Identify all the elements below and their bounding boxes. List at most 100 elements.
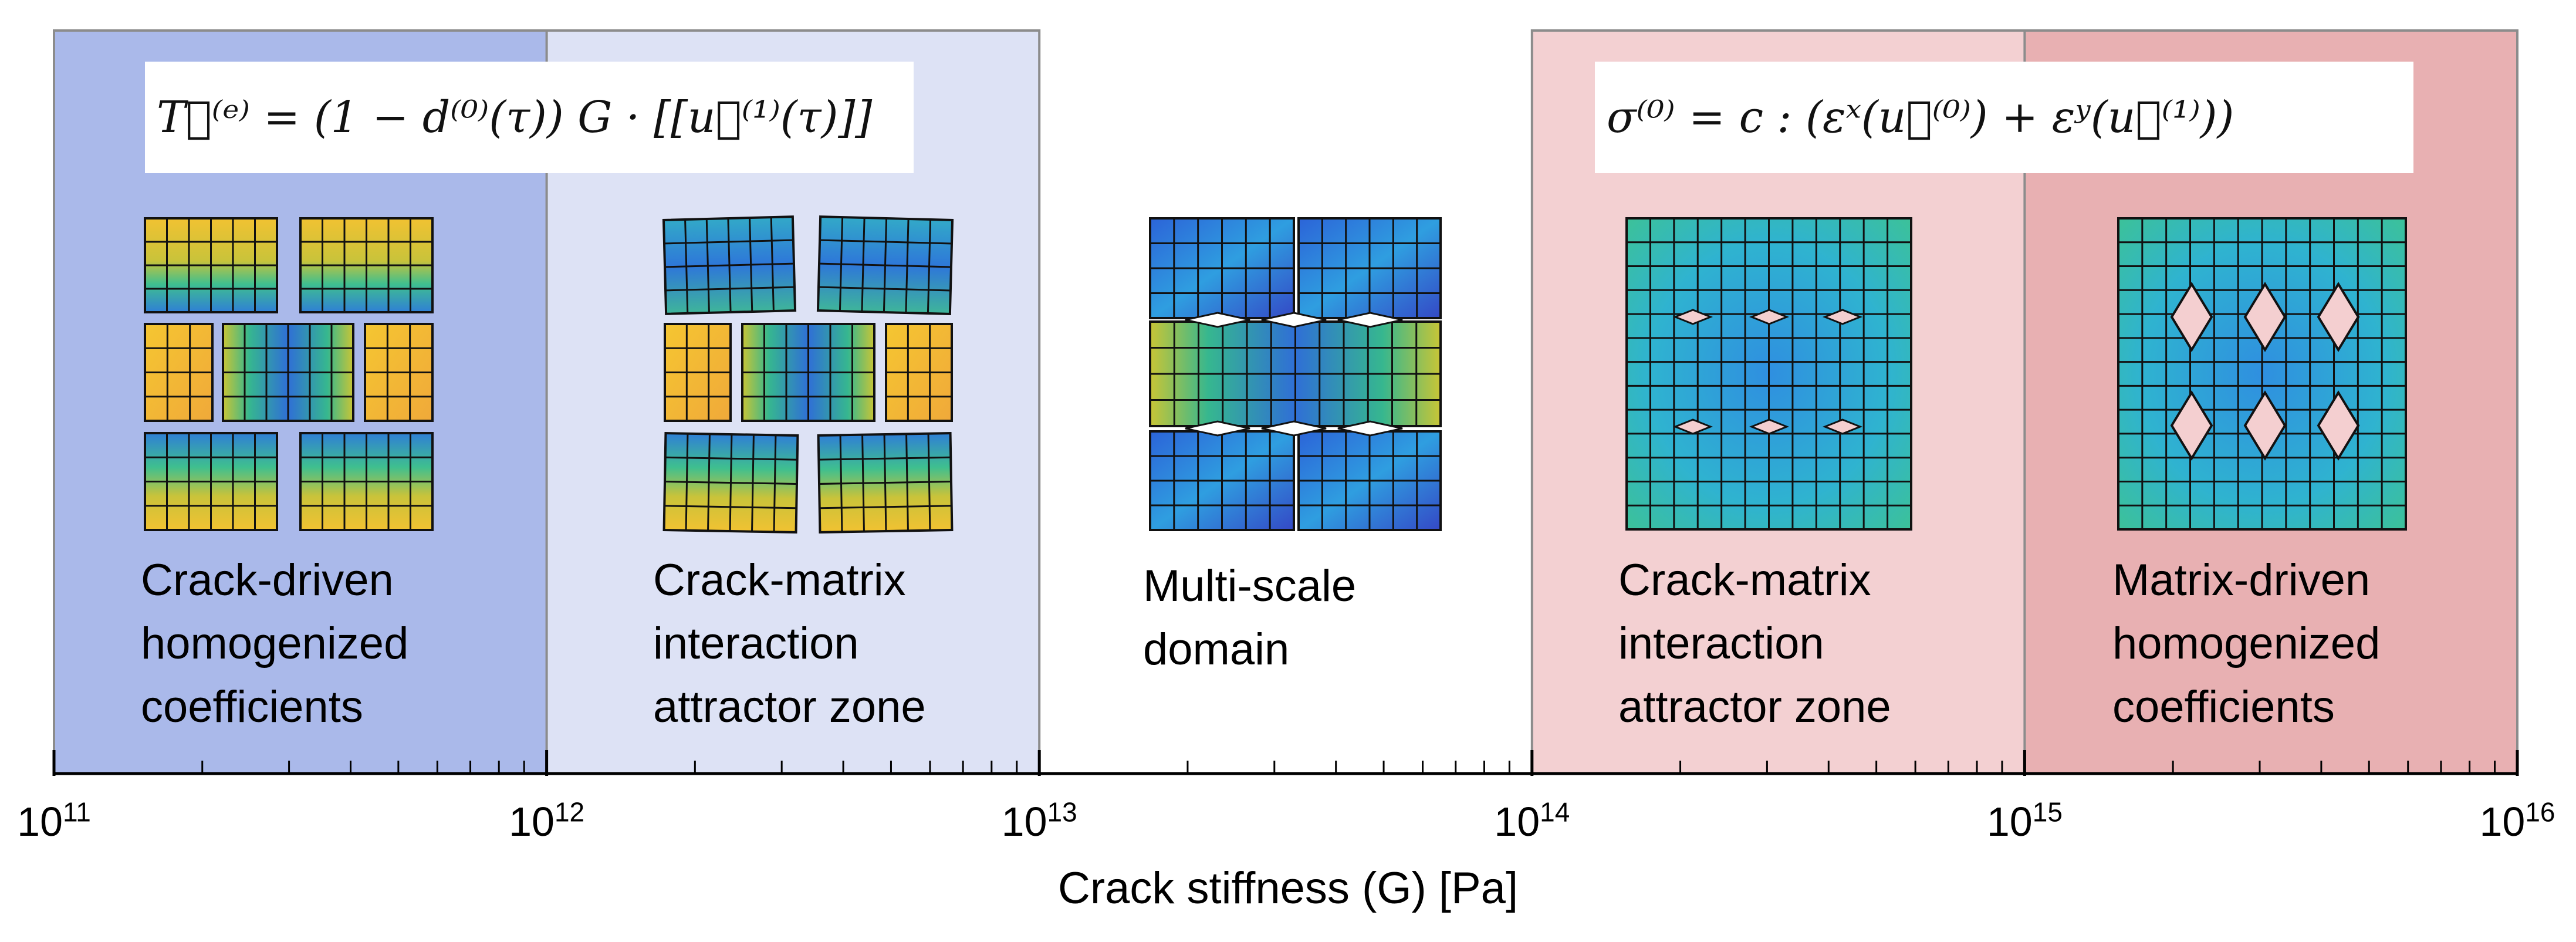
tick-base: 10	[17, 799, 63, 845]
tick-base: 10	[1494, 799, 1540, 845]
mesh-block	[2117, 217, 2407, 531]
mesh-block	[1297, 430, 1442, 531]
zone-label-multi-scale: Multi-scale domain	[1143, 555, 1356, 681]
tick-exponent: 15	[2032, 796, 2063, 828]
mesh-line	[820, 239, 952, 245]
tick-base: 10	[1986, 799, 2033, 845]
zone-label-line: Matrix-driven	[2112, 555, 2371, 605]
tick-exponent: 16	[2525, 796, 2555, 828]
crack-opening	[1672, 418, 1713, 435]
crack-opening	[2170, 282, 2213, 352]
tick-base: 10	[2479, 799, 2526, 845]
zone-label-crack-matrix-low: Crack-matrix interaction attractor zone	[653, 549, 926, 739]
mesh-line	[665, 456, 797, 461]
mesh-line	[665, 286, 795, 292]
mesh-line	[819, 262, 952, 268]
mesh-block	[1149, 320, 1442, 427]
mesh-line	[664, 481, 797, 485]
crack-opening	[2243, 282, 2287, 352]
crack-opening	[1185, 420, 1250, 437]
zone-label-line: Crack-driven	[141, 555, 394, 605]
mesh-block	[816, 215, 954, 315]
tick-exponent: 11	[63, 796, 91, 828]
mesh-line	[818, 286, 951, 292]
zone-label-crack-driven: Crack-driven homogenized coefficients	[141, 549, 408, 739]
mesh-block	[144, 217, 278, 313]
crack-opening	[2317, 390, 2360, 461]
zone-label-line: interaction	[653, 619, 859, 668]
mesh-block	[664, 323, 732, 422]
tick-exponent: 12	[554, 796, 585, 828]
pattern-crack-matrix-low	[662, 215, 954, 534]
traction-formula-text: T⃗⁽ᵉ⁾ = (1 − d⁽⁰⁾(τ)) G · [[u⃗⁽¹⁾(τ)]]	[157, 92, 873, 143]
zone-label-line: Crack-matrix	[653, 555, 906, 605]
mesh-block	[222, 323, 354, 422]
mesh-block	[741, 323, 875, 422]
tick-exponent: 13	[1047, 796, 1077, 828]
axis-tick-label: 1013	[1002, 798, 1077, 845]
zone-label-line: attractor zone	[1618, 682, 1891, 732]
crack-opening	[1672, 309, 1713, 325]
zone-label-matrix-driven: Matrix-driven homogenized coefficients	[2112, 549, 2380, 739]
mesh-block	[885, 323, 953, 422]
pattern-matrix-driven	[2117, 217, 2407, 531]
mesh-line	[664, 262, 795, 268]
zone-label-line: homogenized	[141, 619, 409, 668]
crack-opening	[1749, 309, 1790, 325]
axis-tick-label: 1012	[509, 798, 584, 845]
axis-title: Crack stiffness (G) [Pa]	[1057, 863, 1519, 913]
zone-label-line: interaction	[1618, 619, 1824, 668]
crack-opening	[1337, 420, 1403, 437]
mesh-line	[664, 239, 793, 245]
crack-opening	[1337, 312, 1403, 328]
mesh-line	[819, 481, 952, 485]
mesh-block	[817, 432, 954, 534]
zone-label-line: coefficients	[2112, 682, 2335, 732]
axis-tick-label: 1011	[17, 798, 91, 845]
zone-label-line: Crack-matrix	[1618, 555, 1871, 605]
tick-exponent: 14	[1540, 796, 1570, 828]
zone-label-line: Multi-scale	[1143, 561, 1357, 611]
mesh-block	[144, 323, 214, 422]
mesh-block	[662, 432, 799, 534]
traction-formula: T⃗⁽ᵉ⁾ = (1 − d⁽⁰⁾(τ)) G · [[u⃗⁽¹⁾(τ)]]	[145, 62, 914, 173]
mesh-block	[144, 432, 278, 531]
zone-label-crack-matrix-high: Crack-matrix interaction attractor zone	[1618, 549, 1891, 739]
crack-opening	[1185, 312, 1250, 328]
axis	[52, 750, 2519, 776]
crack-opening	[1822, 309, 1863, 325]
tick-base: 10	[1001, 799, 1047, 845]
zone-label-line: attractor zone	[653, 682, 926, 732]
axis-tick-label: 1016	[2479, 798, 2555, 845]
crack-opening	[1822, 418, 1863, 435]
crack-opening	[1261, 312, 1327, 328]
mesh-block	[662, 215, 797, 315]
pattern-multi-scale	[1149, 217, 1442, 531]
mesh-block	[364, 323, 434, 422]
stress-formula: σ⁽⁰⁾ = c : (εˣ(u⃗⁽⁰⁾) + εʸ(u⃗⁽¹⁾))	[1595, 62, 2413, 173]
mesh-block	[299, 217, 434, 313]
crack-opening	[2170, 390, 2213, 461]
mesh-block	[1149, 217, 1295, 319]
crack-opening	[1261, 420, 1327, 437]
axis-tick-label: 1015	[1987, 798, 2063, 845]
mesh-block	[1297, 217, 1442, 319]
mesh-line	[819, 505, 952, 509]
stress-formula-text: σ⁽⁰⁾ = c : (εˣ(u⃗⁽⁰⁾) + εʸ(u⃗⁽¹⁾))	[1607, 92, 2234, 143]
zone-label-line: coefficients	[141, 682, 363, 732]
pattern-crack-matrix-high	[1625, 217, 1912, 531]
axis-tick-label: 1014	[1494, 798, 1570, 845]
mesh-block	[1625, 217, 1912, 531]
crack-opening	[2243, 390, 2287, 461]
mesh-line	[664, 505, 797, 509]
mesh-block	[1149, 430, 1295, 531]
crack-opening	[1749, 418, 1790, 435]
pattern-crack-driven	[144, 217, 434, 531]
mesh-line	[819, 456, 951, 461]
pattern-illustrations	[144, 215, 2407, 534]
zone-label-line: homogenized	[2112, 619, 2381, 668]
tick-base: 10	[509, 799, 555, 845]
mesh-block	[299, 432, 434, 531]
zone-label-line: domain	[1143, 624, 1290, 674]
